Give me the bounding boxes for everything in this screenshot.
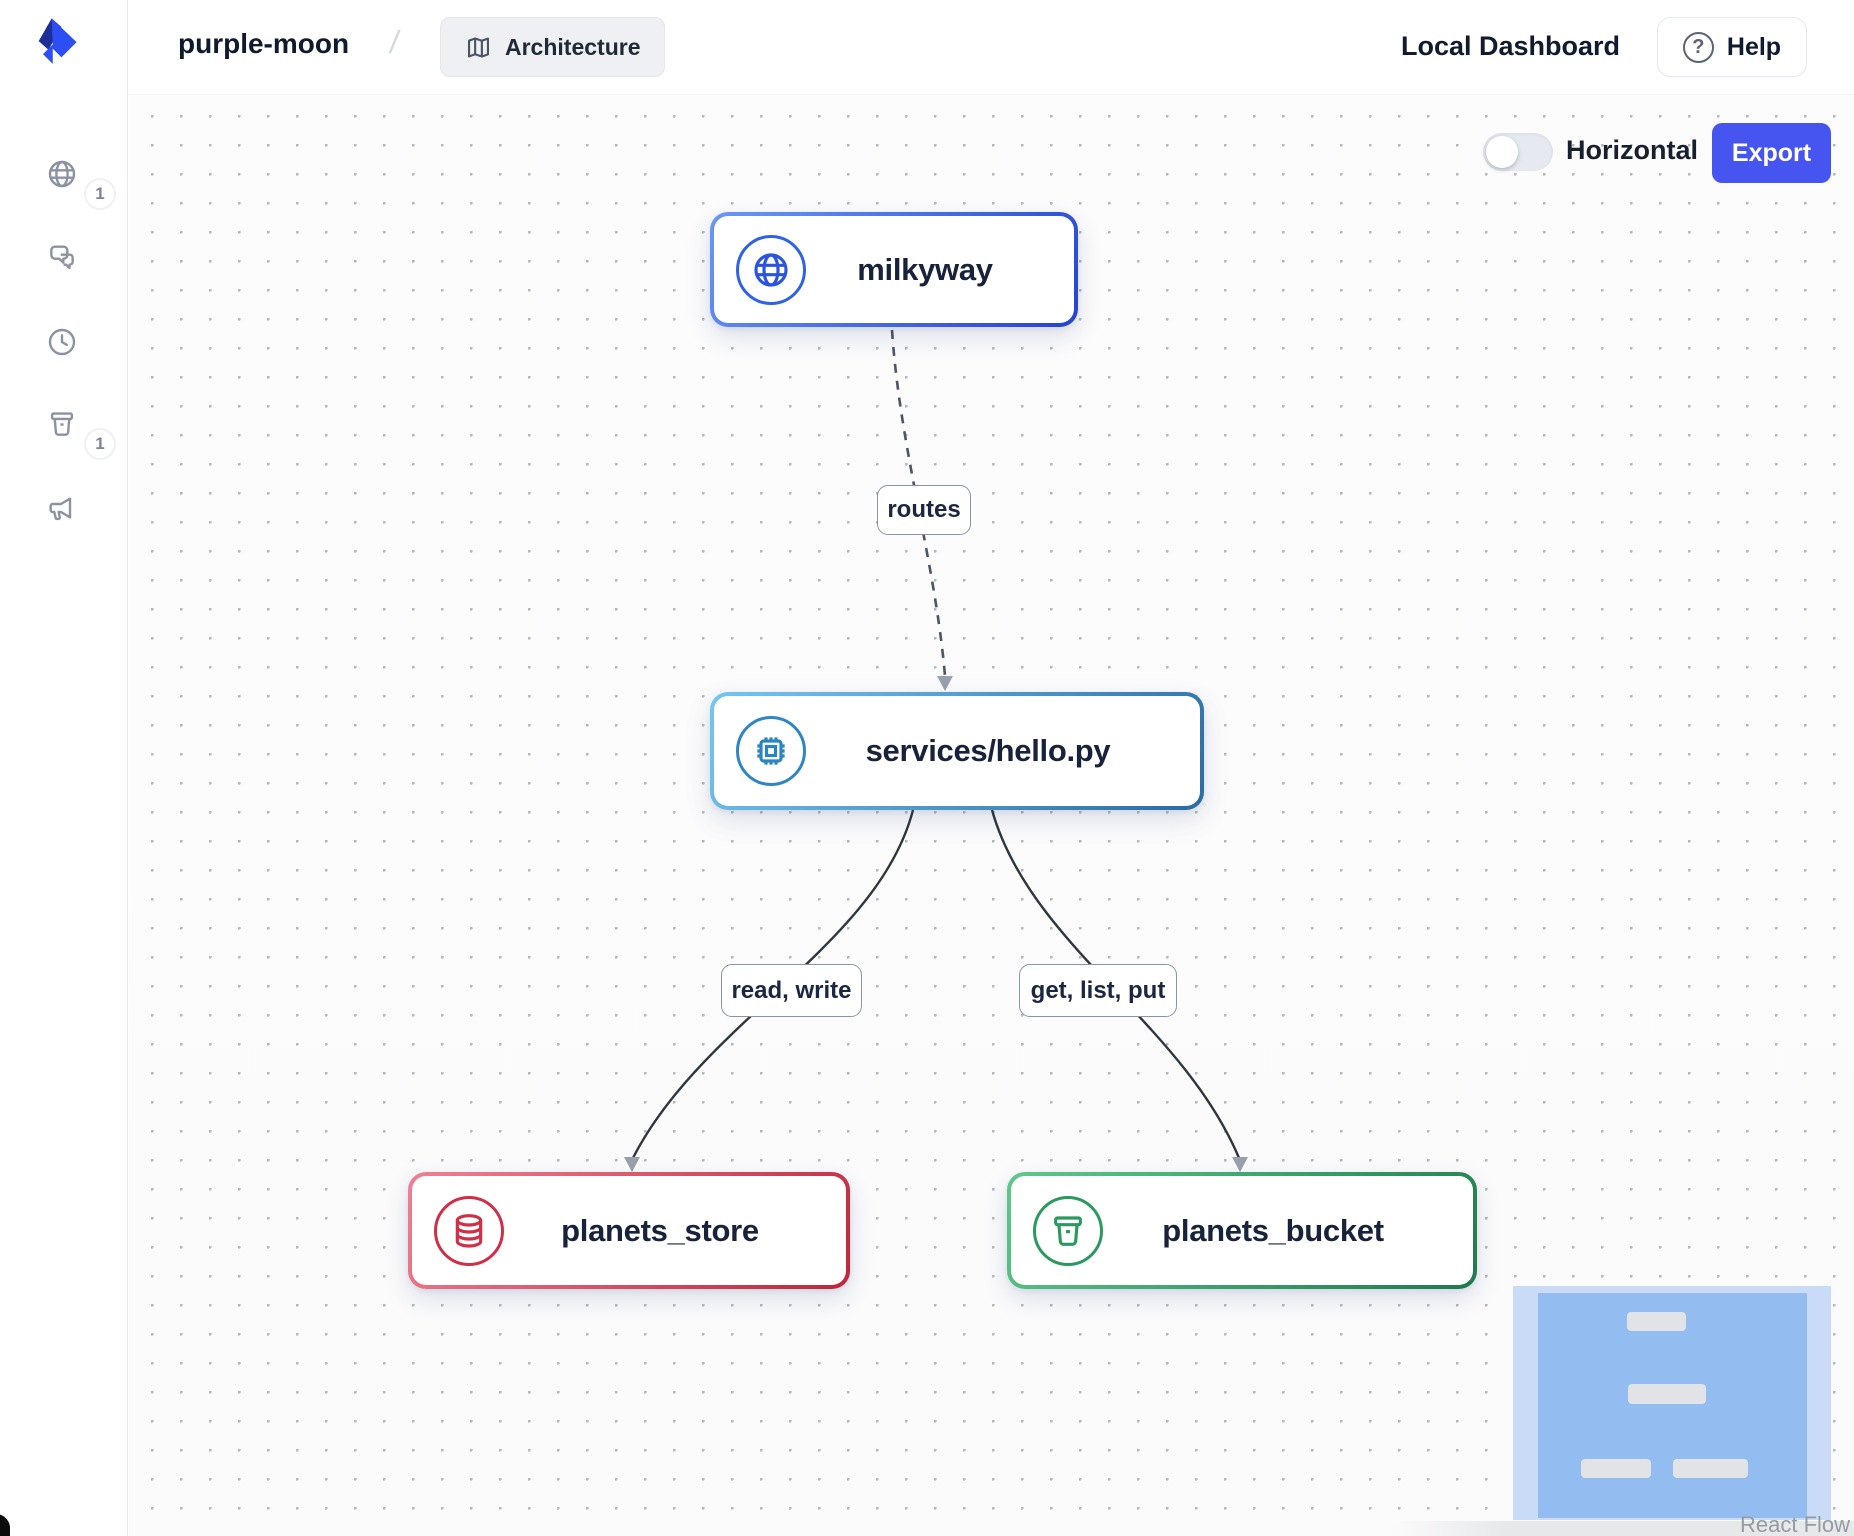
minimap-node — [1627, 1312, 1686, 1331]
bucket-icon — [50, 412, 74, 436]
globe-icon — [48, 160, 76, 188]
node-label: planets_store — [561, 1212, 759, 1248]
badge-count: 1 — [84, 428, 116, 460]
node-planets-store[interactable]: planets_store — [408, 1172, 850, 1289]
chat-icon — [50, 245, 74, 270]
help-button[interactable]: ? Help — [1657, 17, 1807, 77]
node-label: milkyway — [857, 251, 993, 287]
sidebar-item-endpoints[interactable]: 1 — [0, 142, 128, 210]
sidebar-item-announcements[interactable] — [0, 476, 128, 540]
local-dashboard-label: Local Dashboard — [1400, 31, 1620, 61]
reactflow-attribution: React Flow — [1740, 1512, 1851, 1536]
edge-label-routes[interactable]: routes — [877, 485, 971, 535]
node-services[interactable]: services/hello.py — [710, 692, 1204, 810]
question-circle-icon: ? — [1682, 31, 1714, 63]
help-label: Help — [1726, 32, 1782, 61]
bucket-icon — [1033, 1195, 1103, 1266]
map-icon — [467, 36, 490, 58]
sidebar-item-messages[interactable] — [0, 226, 128, 290]
project-name: purple-moon — [178, 28, 350, 59]
node-services-body: services/hello.py — [714, 696, 1200, 806]
bottom-fade — [1390, 1521, 1854, 1536]
edge-label-get-list-put[interactable]: get, list, put — [1019, 964, 1177, 1017]
edge-label-read-write[interactable]: read, write — [721, 964, 862, 1017]
top-header: purple-moon / Architecture Local Dashboa… — [128, 0, 1854, 95]
app-logo[interactable] — [30, 14, 82, 66]
node-planets-store-body: planets_store — [412, 1176, 846, 1285]
node-planets-bucket-body: planets_bucket — [1011, 1176, 1473, 1285]
breadcrumb-separator: / — [387, 24, 402, 60]
export-button[interactable]: Export — [1712, 123, 1831, 183]
tab-architecture[interactable]: Architecture — [440, 17, 666, 77]
node-label: planets_bucket — [1162, 1212, 1384, 1248]
badge-count: 1 — [84, 178, 116, 210]
horizontal-toggle[interactable] — [1483, 133, 1553, 171]
node-label: services/hello.py — [865, 733, 1111, 768]
clock-icon — [48, 328, 76, 356]
node-milkyway[interactable]: milkyway — [710, 212, 1078, 327]
corner-toast-peek — [0, 1514, 10, 1536]
node-planets-bucket[interactable]: planets_bucket — [1007, 1172, 1477, 1289]
cpu-icon — [736, 716, 806, 786]
sidebar-item-history[interactable] — [0, 310, 128, 374]
tab-architecture-label: Architecture — [505, 33, 641, 60]
sidebar: 1 1 — [0, 0, 128, 1536]
database-icon — [434, 1195, 504, 1266]
sidebar-item-buckets[interactable]: 1 — [0, 392, 128, 460]
minimap-node — [1581, 1459, 1651, 1478]
megaphone-icon — [49, 497, 72, 521]
minimap-node — [1673, 1459, 1748, 1478]
globe-icon — [736, 234, 806, 305]
minimap-node — [1628, 1384, 1706, 1404]
minimap[interactable] — [1513, 1286, 1831, 1520]
node-milkyway-body: milkyway — [714, 216, 1074, 323]
horizontal-toggle-label: Horizontal — [1566, 135, 1698, 165]
toggle-knob — [1486, 136, 1518, 168]
